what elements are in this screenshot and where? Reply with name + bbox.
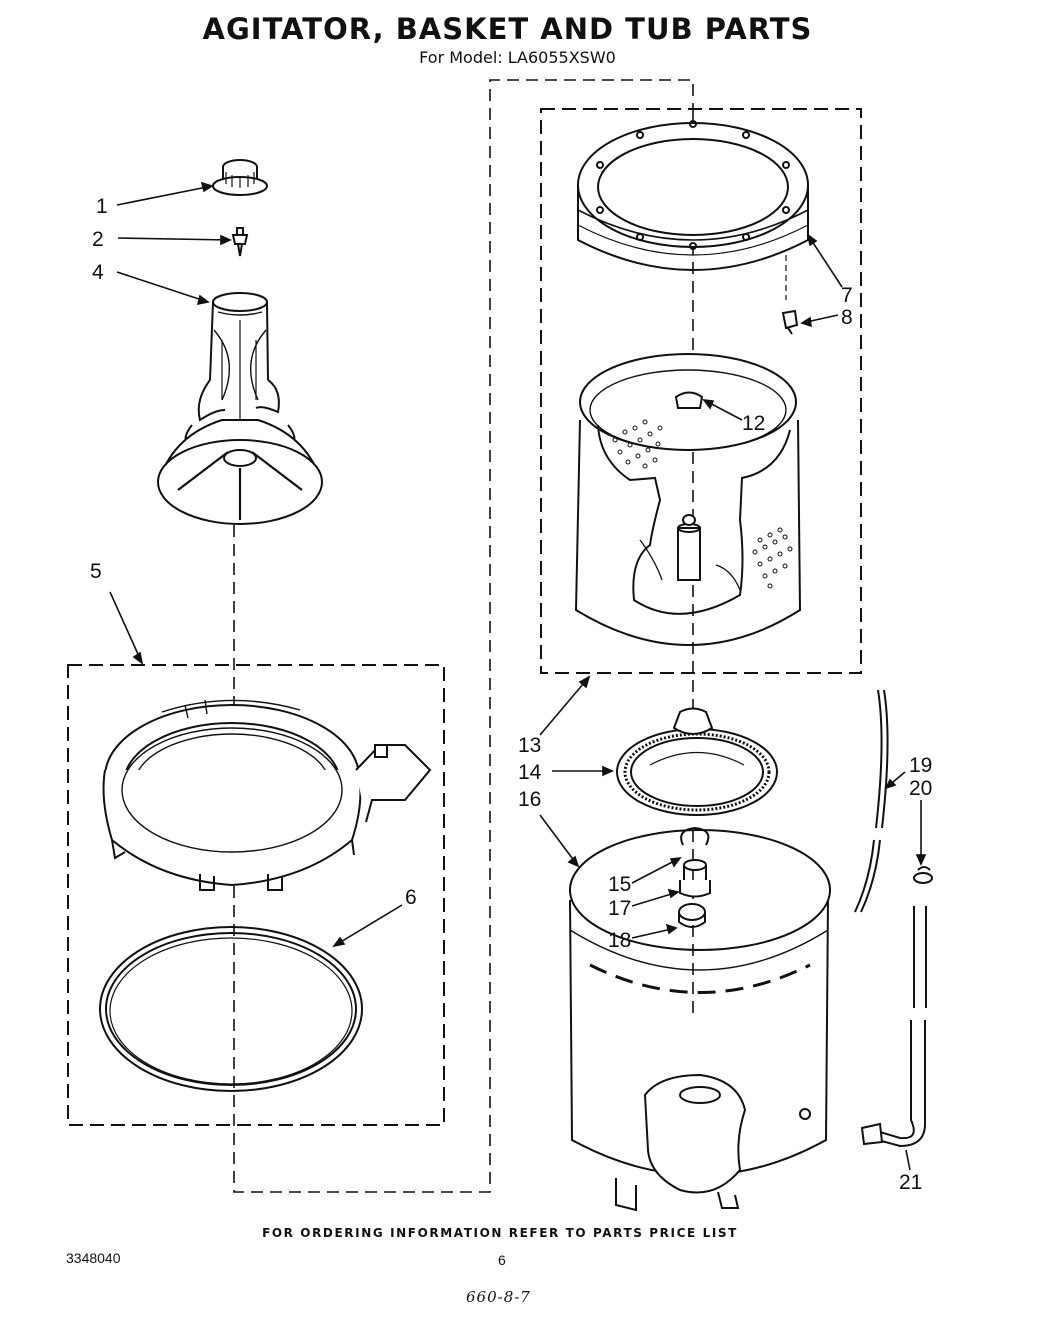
callout-19: 19	[909, 754, 932, 777]
retainer-clip-part	[781, 309, 799, 335]
hose-clamp-part	[913, 866, 933, 884]
agitator-cap-part	[212, 159, 268, 196]
seal-ring-part	[99, 926, 363, 1092]
callout-5: 5	[90, 560, 102, 583]
snap-ring-part	[680, 826, 710, 846]
outer-tub-part	[569, 829, 831, 1212]
balance-ring-part	[577, 120, 809, 300]
callout-2: 2	[92, 228, 104, 251]
callout-labels: 1 2 4 5 6 7 8 12 13 14 16 15 17 18 19 20…	[90, 195, 932, 1194]
callout-8: 8	[841, 306, 853, 329]
wash-basket-part	[574, 353, 802, 646]
callout-1: 1	[96, 195, 108, 218]
hub-ring-part	[616, 707, 778, 816]
agitator-screw-part	[231, 227, 249, 257]
callout-14: 14	[518, 761, 542, 784]
callout-21: 21	[899, 1171, 922, 1194]
callout-13: 13	[518, 734, 541, 757]
callout-12: 12	[742, 412, 765, 435]
callout-18: 18	[608, 929, 631, 952]
drain-hose-assembly-part	[860, 906, 927, 1148]
drain-hose-part	[854, 689, 889, 913]
tub-ring-part	[102, 699, 432, 891]
callout-16: 16	[518, 788, 541, 811]
assembly-connector-lines	[233, 79, 694, 1193]
callout-leaders	[109, 181, 927, 1171]
agitator-ring-assembly-box	[67, 664, 445, 1126]
document-number: 3348040	[66, 1250, 121, 1266]
page-title: AGITATOR, BASKET AND TUB PARTS	[202, 12, 813, 46]
model-subtitle: For Model: LA6055XSW0	[419, 48, 616, 67]
handwritten-note: 660-8-7	[466, 1288, 531, 1306]
callout-15: 15	[608, 873, 631, 896]
basket-assembly-box	[540, 108, 862, 674]
ordering-note: FOR ORDERING INFORMATION REFER TO PARTS …	[262, 1226, 738, 1240]
spin-seal-part	[679, 859, 711, 898]
agitator-part	[157, 292, 323, 525]
callout-4: 4	[92, 261, 104, 284]
callout-7: 7	[841, 284, 853, 307]
callout-6: 6	[405, 886, 417, 909]
callout-20: 20	[909, 777, 932, 800]
bearing-part	[678, 903, 706, 928]
basket-perforations	[612, 419, 793, 589]
callout-17: 17	[608, 897, 631, 920]
page-number: 6	[498, 1252, 506, 1268]
